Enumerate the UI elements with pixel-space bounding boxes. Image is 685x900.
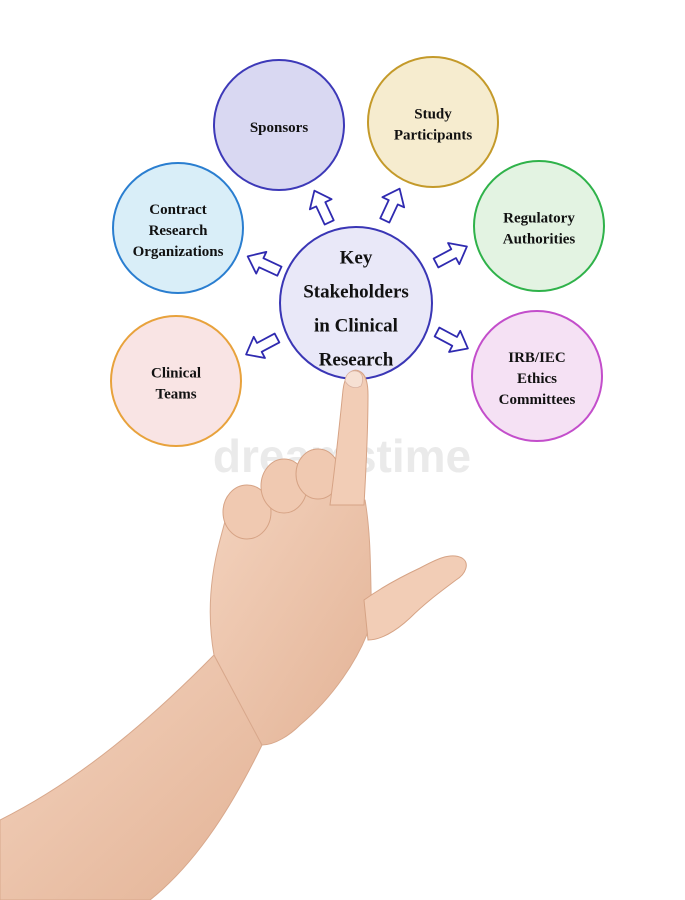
label-line: Clinical — [151, 366, 201, 382]
node-circle — [112, 162, 244, 294]
arrow-to-irb-iec-ethics-committees — [433, 326, 469, 353]
arrow-to-study-participants — [379, 187, 406, 224]
label-line: Organizations — [133, 244, 224, 260]
label-line: Regulatory — [503, 211, 575, 227]
label-line: Study — [414, 107, 452, 123]
label-line: Research — [149, 223, 209, 239]
label-line: IRB/IEC — [508, 350, 566, 366]
arrow-to-sponsors — [308, 189, 335, 226]
node-circle — [473, 160, 605, 292]
arrows — [245, 187, 469, 359]
label-line: Committees — [499, 392, 576, 408]
label-line: Authorities — [503, 232, 576, 248]
node-label: Sponsors — [250, 120, 309, 136]
label-line: Ethics — [517, 371, 557, 387]
node-circle — [213, 59, 345, 191]
node-circle — [110, 315, 242, 447]
label-line: Research — [319, 350, 394, 371]
pointing-hand-image — [0, 369, 467, 900]
label-line: Sponsors — [250, 120, 309, 136]
label-line: Key — [340, 248, 373, 269]
label-line: Stakeholders — [303, 282, 409, 303]
label-line: in Clinical — [314, 316, 398, 337]
arrow-to-regulatory-authorities — [432, 242, 468, 269]
arrow-to-contract-research-organizations — [246, 250, 283, 277]
label-line: Contract — [149, 202, 206, 218]
node-sponsors: Sponsors — [213, 59, 345, 191]
label-line: Participants — [394, 128, 472, 144]
label-line: Teams — [155, 387, 196, 403]
node-circle — [471, 310, 603, 442]
arrow-to-clinical-teams — [245, 332, 281, 359]
node-circle — [367, 56, 499, 188]
